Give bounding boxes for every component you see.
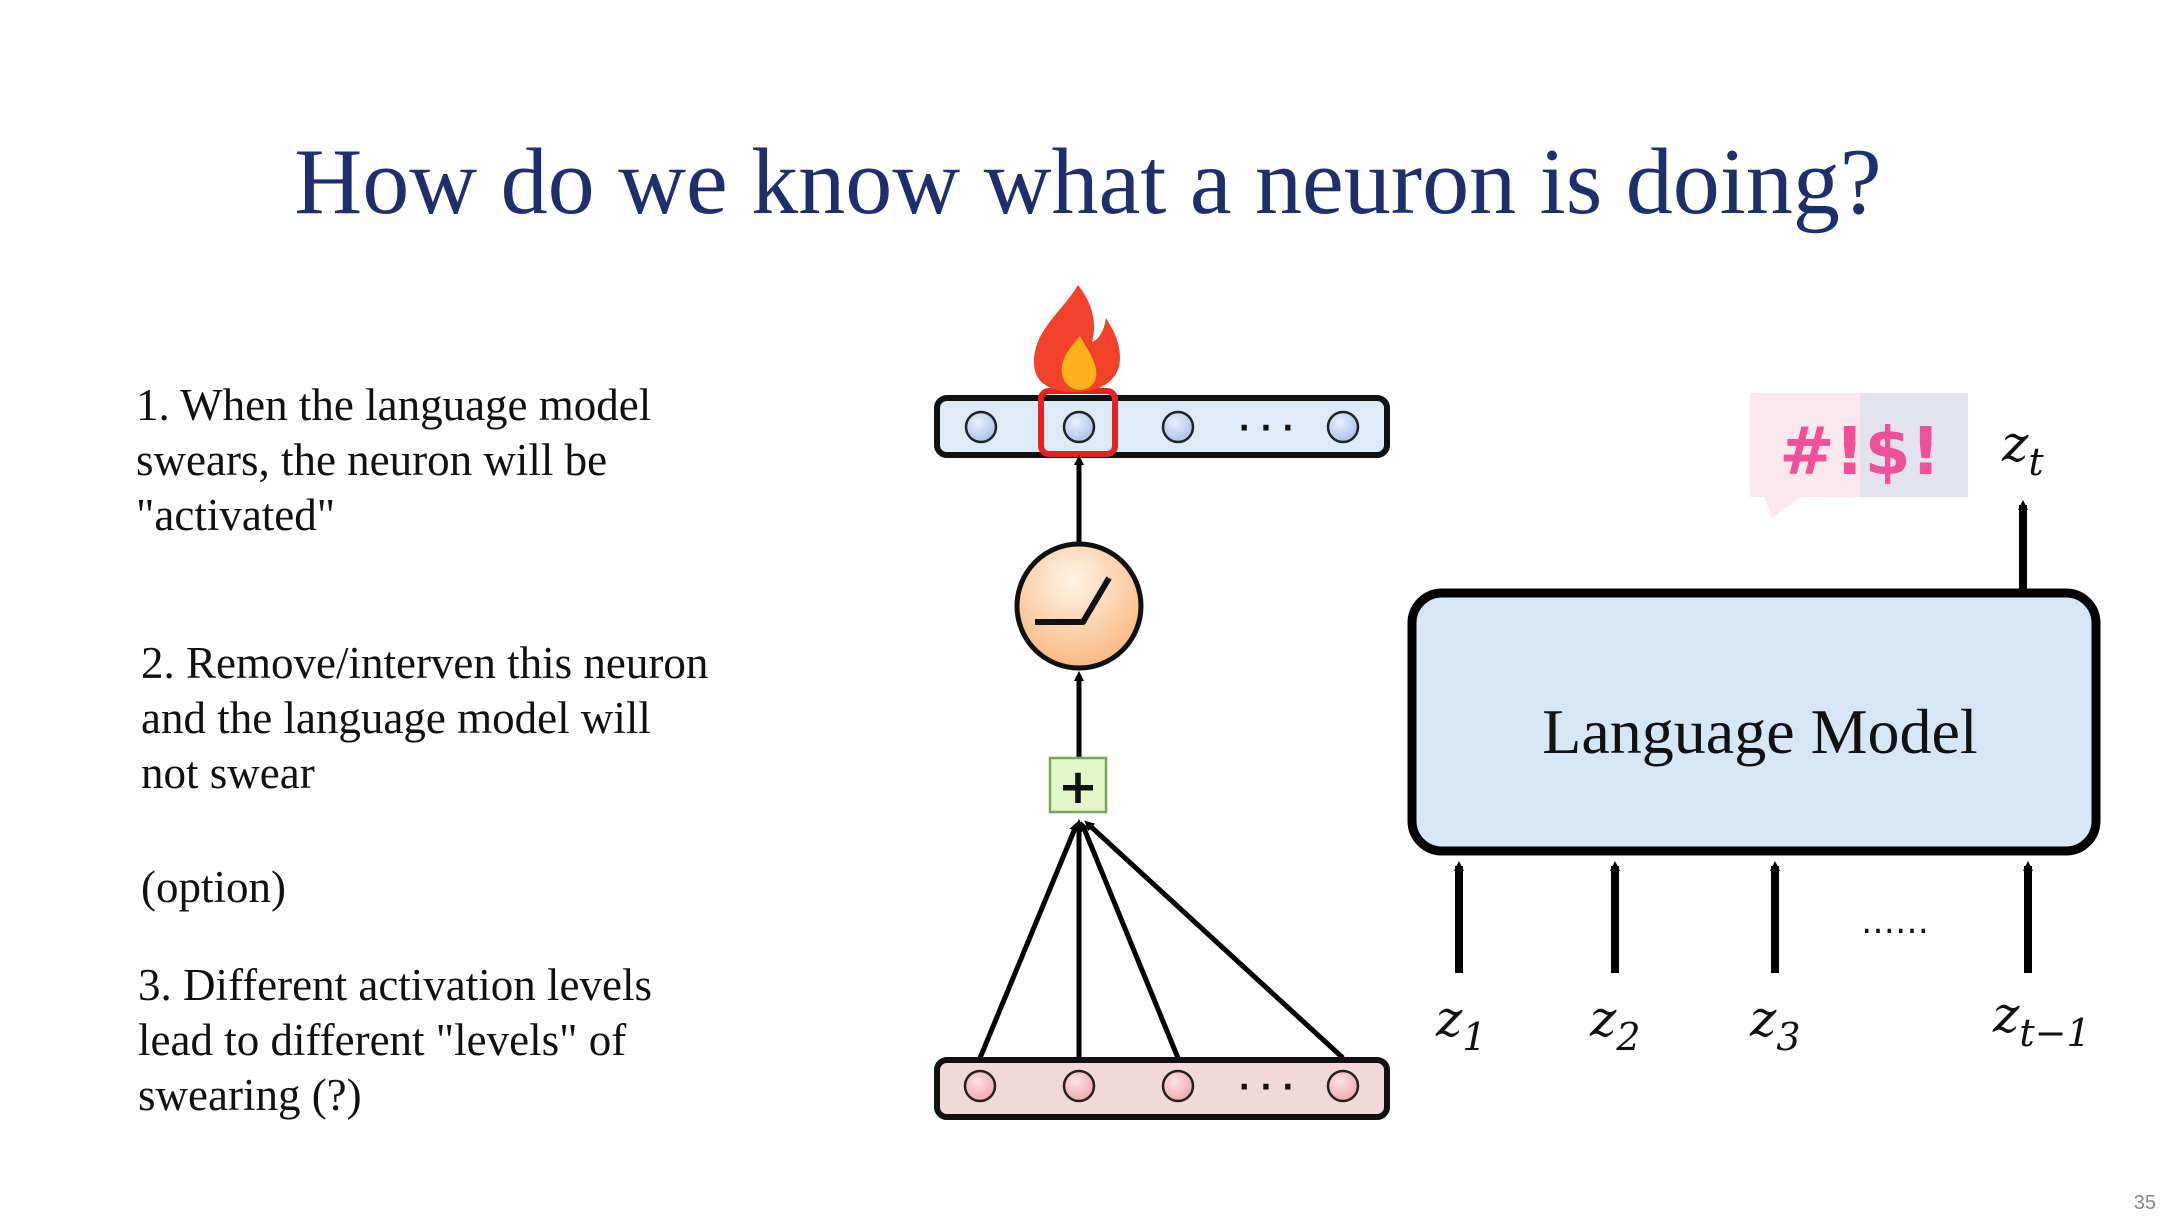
swear-text: #!$! bbox=[1779, 413, 1940, 490]
input-neuron bbox=[1062, 1069, 1096, 1103]
sum-box bbox=[1048, 756, 1108, 814]
input-token-1-sub: 1 bbox=[1462, 1015, 1486, 1059]
page-number: 35 bbox=[2133, 1192, 2156, 1214]
language-model-label: Language Model bbox=[1542, 696, 1977, 767]
swear-bubble-shade bbox=[1860, 393, 1968, 497]
bullet-3-line-1: 3. Different activation levels bbox=[138, 960, 652, 1010]
bullet-3: 3. Different activation levels lead to d… bbox=[138, 958, 798, 1123]
input-token-3-base: z bbox=[1749, 990, 1777, 1048]
sum-symbol: + bbox=[1058, 759, 1098, 815]
bullet-3-line-3: swearing (?) bbox=[138, 1070, 362, 1120]
input-neuron bbox=[1326, 1069, 1360, 1103]
slide-title: How do we know what a neuron is doing? bbox=[294, 130, 1882, 234]
connection bbox=[1080, 821, 1181, 1059]
input-token-2: z2 bbox=[1589, 990, 1641, 1059]
language-model-box bbox=[1407, 588, 2101, 856]
output-neuron bbox=[1326, 410, 1360, 444]
input-token-2-base: z bbox=[1589, 990, 1617, 1048]
input-neuron bbox=[963, 1069, 997, 1103]
input-token-3: z3 bbox=[1749, 990, 1801, 1059]
bullet-1: 1. When the language model swears, the n… bbox=[136, 378, 776, 543]
bullet-2: 2. Remove/interven this neuron and the l… bbox=[141, 636, 821, 801]
output-token: zt bbox=[2001, 415, 2044, 484]
input-token-t-minus-1: zt−1 bbox=[1992, 986, 2091, 1055]
fire-icon bbox=[1034, 285, 1120, 392]
input-layer: · · · bbox=[934, 1057, 1390, 1120]
sum-node: + bbox=[1048, 756, 1108, 815]
option-label: (option) bbox=[141, 862, 286, 912]
language-model-block: Language Model zt #!$! …… z1 z2 z3 bbox=[1407, 393, 2101, 1059]
bullet-1-line-2: swears, the neuron will be bbox=[136, 435, 608, 485]
output-neuron bbox=[1161, 410, 1195, 444]
input-token-2-sub: 2 bbox=[1615, 1015, 1640, 1059]
output-neuron bbox=[964, 410, 998, 444]
bullet-1-line-1: 1. When the language model bbox=[136, 380, 652, 430]
input-token-3-sub: 3 bbox=[1776, 1015, 1800, 1059]
output-layer-ellipsis: · · · bbox=[1238, 411, 1293, 446]
input-token-t-minus-1-base: z bbox=[1992, 986, 2020, 1044]
relu-curve bbox=[1035, 576, 1112, 625]
bullet-2-line-3: not swear bbox=[141, 748, 315, 798]
output-token-sub: t bbox=[2028, 440, 2044, 484]
input-connections bbox=[977, 819, 1345, 1060]
input-token-t-minus-1-sub: t−1 bbox=[2019, 1011, 2090, 1055]
relu-icon bbox=[1014, 541, 1144, 671]
input-token-1-base: z bbox=[1435, 990, 1463, 1048]
connection bbox=[977, 821, 1079, 1059]
input-layer-ellipsis: · · · bbox=[1238, 1070, 1293, 1105]
output-token-base: z bbox=[2001, 415, 2029, 473]
activation-node bbox=[1014, 541, 1144, 671]
bullet-2-line-2: and the language model will bbox=[141, 693, 651, 743]
swear-bubble-tail bbox=[1764, 497, 1800, 518]
input-token-1: z1 bbox=[1435, 990, 1487, 1059]
input-ellipsis: …… bbox=[1861, 902, 1929, 942]
bullet-3-line-2: lead to different "levels" of bbox=[138, 1015, 627, 1065]
output-neuron-target bbox=[1062, 410, 1096, 444]
connection bbox=[1084, 820, 1345, 1060]
output-layer: · · · bbox=[934, 388, 1390, 458]
bullet-1-line-3: "activated" bbox=[136, 490, 336, 540]
input-neuron bbox=[1161, 1069, 1195, 1103]
swear-bubble: #!$! bbox=[1750, 393, 1968, 518]
bullet-2-line-1: 2. Remove/interven this neuron bbox=[141, 638, 709, 688]
